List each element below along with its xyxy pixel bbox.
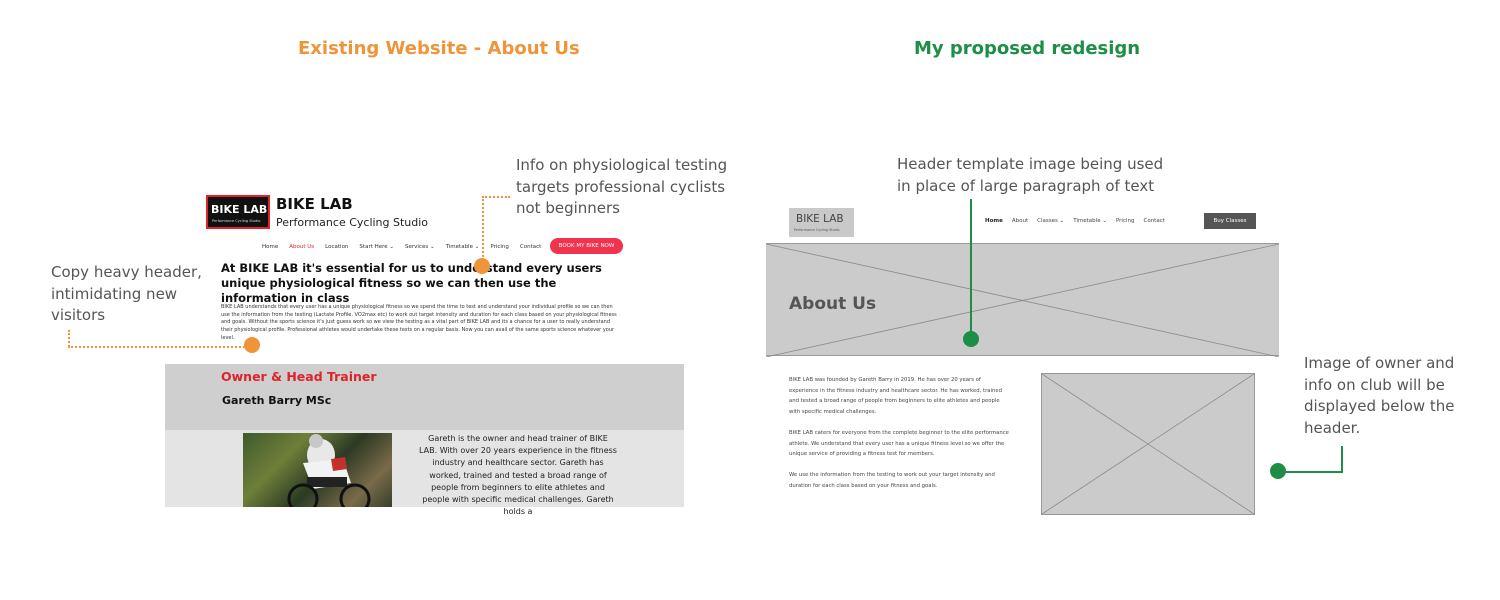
physio-callout-line-h [482, 196, 510, 198]
new-nav-home[interactable]: Home [985, 218, 1003, 224]
new-nav-classes[interactable]: Classes ⌄ [1037, 218, 1065, 224]
old-logo[interactable]: BIKE LAB Performance Cycling Studio [206, 195, 270, 229]
physio-annotation: Info on physiological testing targets pr… [516, 156, 728, 217]
new-nav: Home About Classes ⌄ Timetable ⌄ Pricing… [985, 217, 1165, 225]
old-headline: At BIKE LAB it's essential for us to und… [221, 261, 602, 305]
new-paragraph: BIKE LAB caters for everyone from the co… [789, 429, 1009, 458]
hero-placeholder-cross [766, 244, 1279, 357]
old-nav-home[interactable]: Home [262, 244, 279, 250]
old-logo-subtext: Performance Cycling Studio [212, 219, 261, 223]
new-nav-contact[interactable]: Contact [1143, 218, 1165, 224]
owner-heading: Owner & Head Trainer [221, 369, 377, 384]
old-nav-start-here[interactable]: Start Here ⌄ [359, 244, 395, 250]
cyclist-photo [243, 433, 392, 507]
copy-callout-line-v [68, 330, 70, 347]
owner-callout-line-v [1341, 446, 1343, 472]
new-paragraph: BIKE LAB was founded by Gareth Barry in … [789, 377, 1002, 416]
buy-classes-button[interactable]: Buy Classes [1204, 213, 1256, 229]
new-logo-subtext: Performance Cycling Studio [794, 228, 840, 232]
hero-image-placeholder [766, 243, 1279, 357]
new-paragraph: We use the information from the testing … [789, 471, 995, 489]
new-nav-pricing[interactable]: Pricing [1115, 218, 1135, 224]
old-logo-text: BIKE LAB [211, 203, 268, 216]
copy-heavy-annotation: Copy heavy header, intimidating new visi… [51, 263, 202, 324]
redesign-heading: My proposed redesign [914, 38, 1141, 59]
old-nav-services[interactable]: Services ⌄ [405, 244, 435, 250]
header-callout-dot [963, 331, 979, 347]
old-tagline: Performance Cycling Studio [276, 216, 429, 229]
old-nav-timetable[interactable]: Timetable ⌄ [445, 244, 480, 250]
header-callout-line [970, 199, 972, 339]
owner-callout-dot [1270, 463, 1286, 479]
old-nav-contact[interactable]: Contact [519, 244, 542, 250]
owner-callout-line-h [1280, 471, 1343, 473]
new-nav-timetable[interactable]: Timetable ⌄ [1073, 218, 1107, 224]
image-placeholder-cross [1042, 374, 1254, 514]
copy-callout-dot [244, 337, 260, 353]
existing-website-heading: Existing Website - About Us [298, 38, 580, 59]
header-template-annotation: Header template image being used in plac… [897, 155, 1164, 195]
new-body-text: BIKE LAB was founded by Gareth Barry in … [789, 375, 1011, 501]
new-nav-about[interactable]: About [1011, 218, 1029, 224]
owner-bio: Gareth is the owner and head trainer of … [419, 434, 617, 517]
owner-heading-band [165, 364, 684, 430]
new-logo-text: BIKE LAB [796, 213, 844, 225]
physio-callout-line-v [482, 196, 484, 260]
old-brand-name: BIKE LAB [276, 195, 353, 213]
old-nav: Home About Us Location Start Here ⌄ Serv… [262, 242, 541, 252]
new-logo[interactable]: BIKE LAB Performance Cycling Studio [789, 208, 854, 237]
old-body-text: BIKE LAB understands that every user has… [221, 304, 617, 341]
owner-image-placeholder [1041, 373, 1255, 515]
physio-callout-dot [474, 258, 490, 274]
old-nav-about[interactable]: About Us [289, 244, 315, 250]
old-nav-pricing[interactable]: Pricing [490, 244, 509, 250]
copy-callout-line-h [68, 346, 248, 348]
book-bike-button[interactable]: BOOK MY BIKE NOW [550, 238, 623, 254]
hero-title: About Us [789, 294, 877, 314]
old-nav-location[interactable]: Location [325, 244, 349, 250]
owner-name: Gareth Barry MSc [222, 394, 332, 407]
owner-image-annotation: Image of owner and info on club will be … [1304, 354, 1455, 437]
